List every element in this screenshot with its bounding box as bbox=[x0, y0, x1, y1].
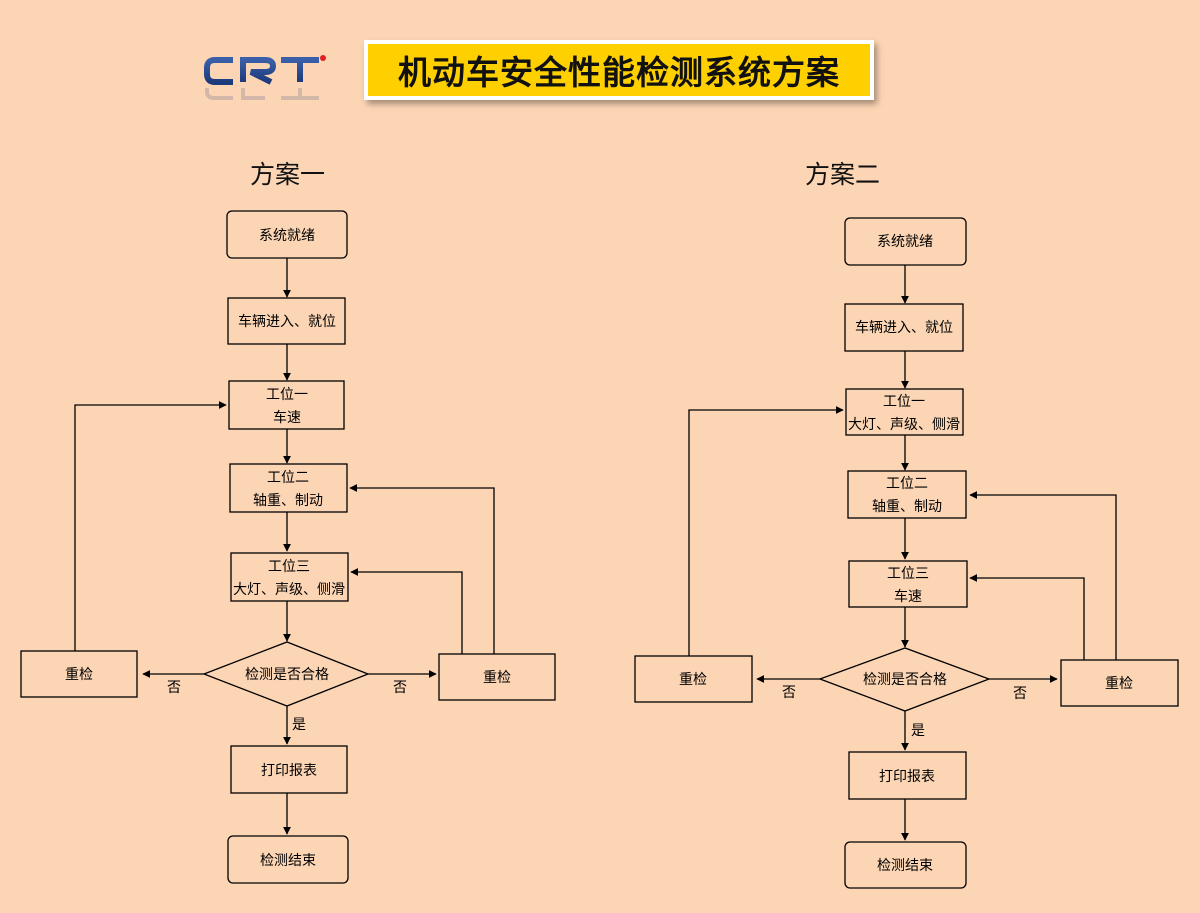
plan-1-s1-line1: 工位一 bbox=[266, 387, 308, 403]
plan-2-title: 方案二 bbox=[805, 160, 881, 189]
plan-2-station-3 bbox=[848, 560, 968, 608]
plan-2-s2-line1: 工位二 bbox=[886, 476, 928, 492]
plan-2-retest-right bbox=[1060, 659, 1179, 707]
plan-2-start-node bbox=[844, 217, 967, 266]
plan-2-s1-line1: 工位一 bbox=[883, 394, 925, 410]
plan-2-decision bbox=[818, 647, 991, 712]
plan-2-enter-label: 车辆进入、就位 bbox=[855, 319, 953, 336]
plan-1-station-3 bbox=[230, 552, 349, 602]
plan-1-station-1 bbox=[228, 380, 345, 430]
plan-1-end-label: 检测结束 bbox=[260, 853, 316, 869]
plan-2-print-label: 打印报表 bbox=[879, 768, 935, 785]
plan-1-s2-line1: 工位二 bbox=[267, 470, 309, 486]
main-title: 机动车安全性能检测系统方案 bbox=[364, 40, 874, 100]
plan-2-enter-node bbox=[844, 303, 964, 352]
plan-2-s3-line1: 工位三 bbox=[887, 566, 929, 582]
plan-1-decision-label: 检测是否合格 bbox=[245, 667, 329, 683]
plan-1-end-node bbox=[227, 835, 349, 884]
plan-2-start-label: 系统就绪 bbox=[877, 234, 933, 250]
plan-1-start-node bbox=[226, 210, 348, 259]
plan-1-enter-label: 车辆进入、就位 bbox=[238, 313, 336, 330]
plan-2-end-node bbox=[844, 841, 967, 889]
plan-1-s3-line1: 工位三 bbox=[268, 559, 310, 575]
plan-2-s3-line2: 车速 bbox=[894, 588, 922, 605]
plan-2-station-2 bbox=[847, 470, 967, 519]
plan-1-enter-node bbox=[227, 297, 346, 345]
plan-2-retest-left-label: 重检 bbox=[679, 672, 707, 688]
plan-1-retest-left bbox=[20, 650, 138, 698]
plan-2-retest-left bbox=[634, 655, 753, 703]
plan-1-yes: 是 bbox=[292, 717, 306, 733]
plan-2-yes: 是 bbox=[911, 723, 925, 739]
plan-2-end-label: 检测结束 bbox=[877, 858, 933, 874]
flowchart-plan-1 bbox=[74, 258, 495, 835]
plan-1-station-2 bbox=[229, 463, 348, 513]
plan-1-start-label: 系统就绪 bbox=[259, 228, 315, 244]
plan-2-no-left: 否 bbox=[782, 685, 796, 701]
flowchart-plan-2 bbox=[688, 265, 1117, 841]
plan-2-decision-label: 检测是否合格 bbox=[863, 672, 947, 688]
plan-1-no-right: 否 bbox=[393, 680, 407, 696]
plan-2-retest-right-label: 重检 bbox=[1105, 676, 1133, 692]
crt-logo bbox=[204, 55, 326, 100]
plan-2-print-node bbox=[848, 751, 967, 800]
plan-2-no-right: 否 bbox=[1013, 686, 1027, 702]
plan-1-s1-line2: 车速 bbox=[273, 409, 301, 426]
plan-2-station-1 bbox=[845, 388, 964, 436]
plan-2-s1-line2: 大灯、声级、侧滑 bbox=[848, 416, 960, 433]
plan-1-retest-right-label: 重检 bbox=[483, 670, 511, 686]
plan-1-no-left: 否 bbox=[167, 680, 181, 696]
plan-1-s2-line2: 轴重、制动 bbox=[253, 493, 323, 509]
plan-1-s3-line2: 大灯、声级、侧滑 bbox=[233, 581, 345, 598]
plan-1-print-node bbox=[230, 745, 348, 794]
plan-1-retest-left-label: 重检 bbox=[65, 667, 93, 683]
plan-1-title: 方案一 bbox=[250, 160, 326, 189]
plan-1-print-label: 打印报表 bbox=[261, 762, 317, 779]
plan-1-decision bbox=[202, 641, 370, 707]
plan-2-s2-line2: 轴重、制动 bbox=[872, 499, 942, 515]
plan-1-retest-right bbox=[438, 653, 556, 701]
